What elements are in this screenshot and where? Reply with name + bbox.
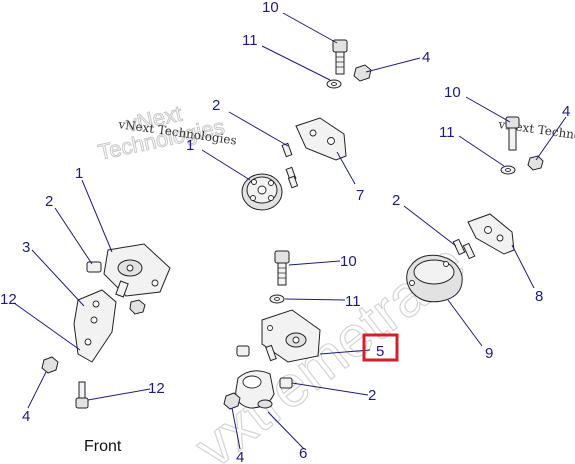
bracket-top: [295, 117, 347, 161]
callout-10-right: 10: [444, 84, 461, 101]
callout-11-top: 11: [242, 32, 258, 49]
nut-left-small: [129, 299, 146, 315]
isolator-top: [241, 173, 283, 211]
bolt-center-small-c: [279, 377, 293, 389]
callout-12-left: 12: [0, 291, 17, 308]
callout-1-left: 1: [75, 165, 83, 182]
callout-2-left: 2: [45, 193, 53, 210]
callout-7: 7: [356, 187, 364, 204]
left-mount-assembly: [41, 243, 171, 409]
bolts-top-pair: [281, 142, 299, 189]
callout-10-top: 10: [262, 0, 279, 16]
callout-6: 6: [299, 445, 307, 462]
center-mount-assembly: [223, 250, 321, 410]
right-mount-assembly: [406, 116, 544, 303]
callout-5: 5: [376, 343, 384, 360]
bolt-right: [505, 116, 520, 151]
callout-2-top: 2: [212, 97, 220, 114]
bolt-top: [332, 39, 348, 75]
bolt-center-small-b: [265, 344, 277, 362]
callout-2-center: 2: [368, 387, 376, 404]
callout-3: 3: [22, 239, 30, 256]
bracket-left: [73, 289, 117, 363]
bolt-left-bottom: [75, 381, 89, 409]
isolator-left: [103, 243, 171, 297]
mount-center-6: [235, 370, 275, 409]
bolt-left-small: [86, 261, 102, 273]
nut-top: [353, 64, 372, 82]
callout-10-center: 10: [340, 253, 357, 270]
callout-4-top: 4: [422, 49, 430, 66]
callout-8: 8: [535, 288, 543, 305]
nut-left: [41, 356, 59, 374]
callout-4-right: 4: [562, 103, 570, 120]
leader-lines: [13, 12, 567, 450]
view-label-front: Front: [84, 438, 122, 455]
nut-bottom: [223, 392, 241, 410]
callout-4-left: 4: [22, 408, 30, 425]
callout-11-center: 11: [345, 293, 361, 310]
callout-12-bottom: 12: [148, 380, 165, 397]
callout-9: 9: [485, 345, 493, 362]
bolts-right-pair: [452, 238, 476, 260]
bolt-center-small-a: [236, 345, 250, 357]
callout-1-top: 1: [186, 137, 194, 154]
highlight-box-callout-5: [362, 333, 399, 362]
callout-11-right: 11: [439, 124, 455, 141]
bolt-center: [274, 250, 290, 286]
bolt-left-shaft: [115, 280, 129, 298]
nut-right: [527, 155, 544, 171]
callout-4-bottom: 4: [236, 449, 244, 464]
callout-2-right: 2: [392, 192, 400, 209]
isolator-right: [406, 254, 463, 303]
mount-center-5: [261, 309, 321, 363]
top-mount-assembly: [241, 39, 372, 211]
bracket-right: [467, 213, 515, 255]
